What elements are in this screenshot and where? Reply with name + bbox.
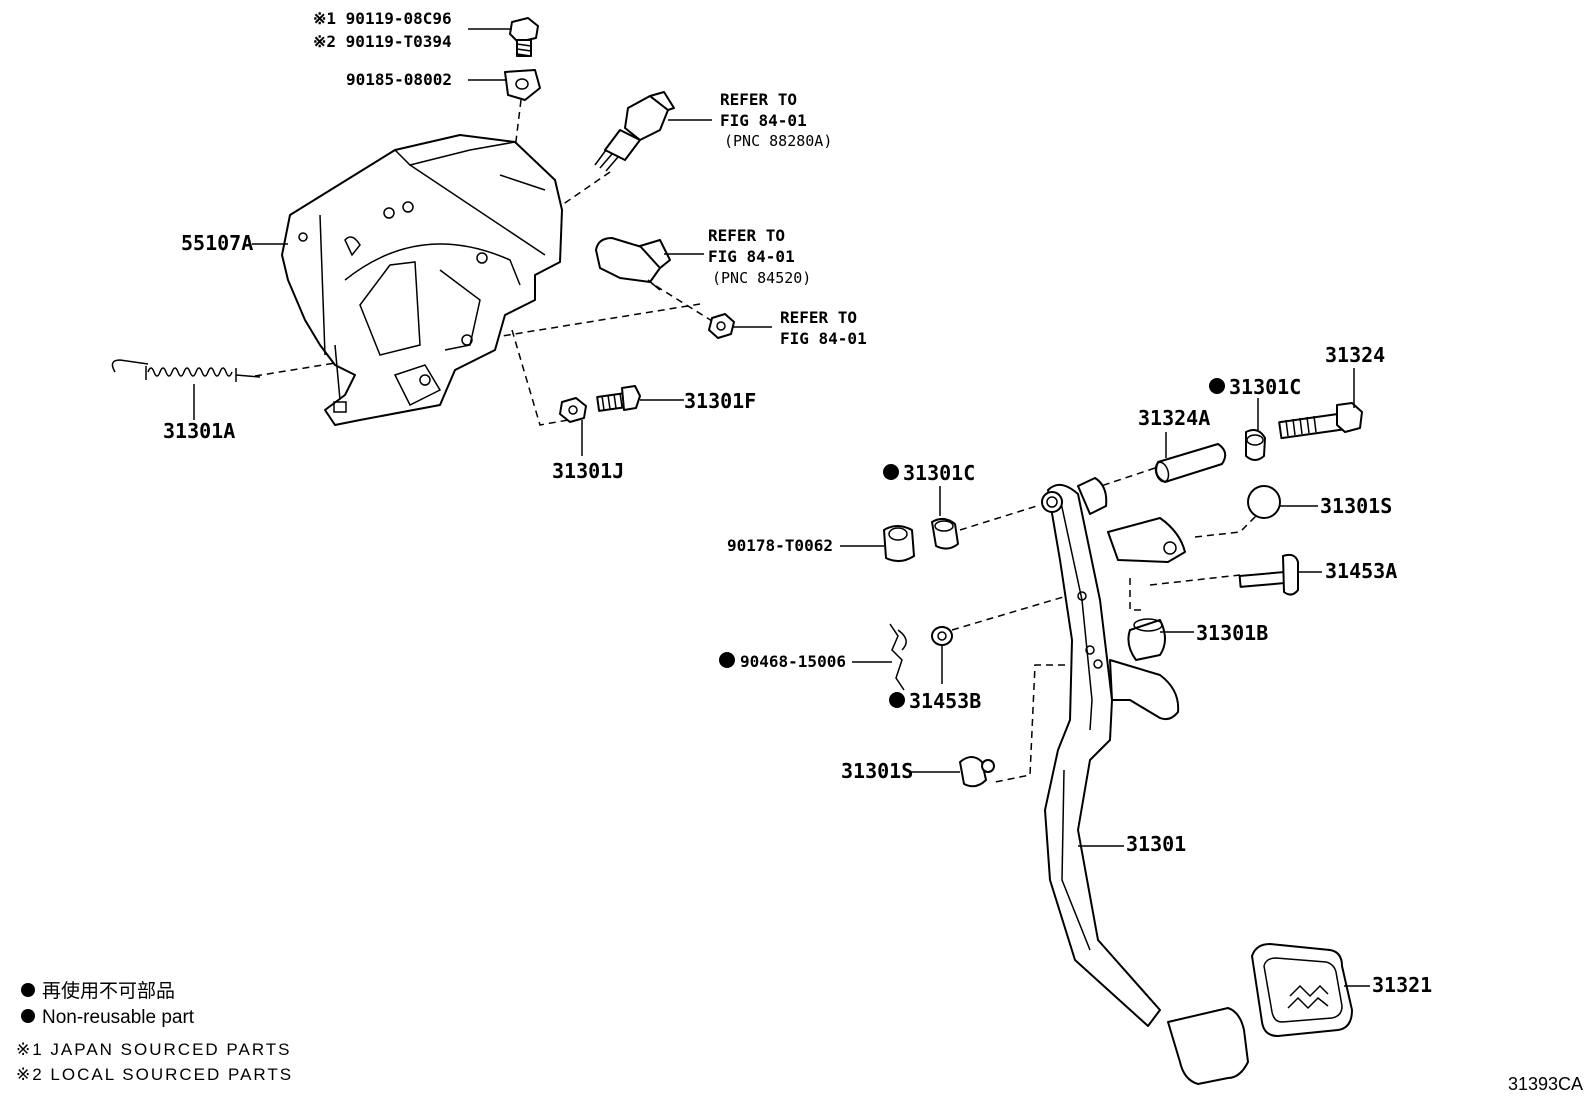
pedal-sensor: [595, 237, 671, 291]
legend-bullet-en: [21, 1009, 35, 1023]
bushing-31301C-top: [1245, 429, 1266, 461]
label-31301A: 31301A: [163, 419, 235, 443]
legend-bullet-jp: [21, 983, 35, 997]
label-refer2-line3: (PNC 84520): [712, 269, 811, 287]
legend-jp-text: 再使用不可部品: [42, 980, 175, 1002]
label-31301: 31301: [1126, 832, 1186, 856]
assembly-lines: [254, 99, 1261, 783]
nut-refer: [708, 313, 735, 339]
part-labels: ※1 90119-08C96 ※2 90119-T0394 90185-0800…: [163, 9, 1432, 997]
label-31301S-left: 31301S: [841, 759, 913, 783]
label-55107A: 55107A: [181, 231, 253, 255]
legend: 再使用不可部品 Non-reusable part ※1 JAPAN SOURC…: [16, 980, 293, 1084]
bolt-90119: [509, 17, 539, 57]
bolt-31324: [1278, 402, 1363, 440]
label-31321: 31321: [1372, 973, 1432, 997]
pedal-arm-31301: [1041, 477, 1249, 1085]
non-reusable-mark-1: [1209, 378, 1225, 394]
label-refer1-line3: (PNC 88280A): [724, 132, 832, 150]
pedal-bracket-55107A: [281, 134, 563, 426]
label-31324A: 31324A: [1138, 406, 1210, 430]
stop-lamp-switch: [594, 91, 675, 172]
pedal-pad-31321: [1251, 943, 1353, 1037]
non-reusable-mark-3: [719, 652, 735, 668]
legend-en-text: Non-reusable part: [42, 1007, 195, 1028]
bushing-31453B: [931, 626, 953, 646]
label-90468-15006: 90468-15006: [740, 652, 846, 671]
label-31301C-mid: 31301C: [903, 461, 975, 485]
label-refer1-line2: FIG 84-01: [720, 111, 807, 130]
figure-id: 31393CA: [1508, 1074, 1583, 1094]
non-reusable-mark-2: [883, 464, 899, 480]
label-refer3-line2: FIG 84-01: [780, 329, 867, 348]
label-refer3-line1: REFER TO: [780, 308, 857, 327]
bushing-31301C-mid: [931, 518, 959, 550]
pin-31453A: [1238, 553, 1299, 596]
legend-note-2: ※2 LOCAL SOURCED PARTS: [16, 1065, 293, 1084]
label-31301F: 31301F: [684, 389, 756, 413]
bushing-90178-T0062: [883, 525, 915, 562]
label-90185-08002: 90185-08002: [346, 70, 452, 89]
label-refer1-line1: REFER TO: [720, 90, 797, 109]
label-31324: 31324: [1325, 343, 1385, 367]
label-31301S-right: 31301S: [1320, 494, 1392, 518]
label-90119-T0394: ※2 90119-T0394: [313, 32, 452, 51]
bolt-31301F: [596, 385, 641, 412]
label-refer2-line2: FIG 84-01: [708, 247, 795, 266]
leader-lines: [193, 28, 1370, 987]
collar-31324A: [1154, 443, 1227, 483]
label-31453B: 31453B: [909, 689, 981, 713]
return-spring-31301A: [111, 359, 261, 382]
label-refer2-line1: REFER TO: [708, 226, 785, 245]
label-90178-T0062: 90178-T0062: [727, 536, 833, 555]
cushion-31301B: [1127, 618, 1166, 661]
nut-31301J: [559, 397, 587, 423]
stopper-31301S-left: [959, 756, 995, 788]
label-31301B: 31301B: [1196, 621, 1268, 645]
legend-note-1: ※1 JAPAN SOURCED PARTS: [16, 1040, 292, 1059]
label-90119-08C96: ※1 90119-08C96: [313, 9, 452, 28]
label-31453A: 31453A: [1325, 559, 1397, 583]
clip-90468-15006: [889, 623, 907, 691]
label-31301J: 31301J: [552, 459, 624, 483]
stopper-31301S-right: [1247, 485, 1281, 519]
non-reusable-mark-4: [889, 692, 905, 708]
clip-90185-08002: [504, 69, 541, 101]
label-31301C-top: 31301C: [1229, 375, 1301, 399]
